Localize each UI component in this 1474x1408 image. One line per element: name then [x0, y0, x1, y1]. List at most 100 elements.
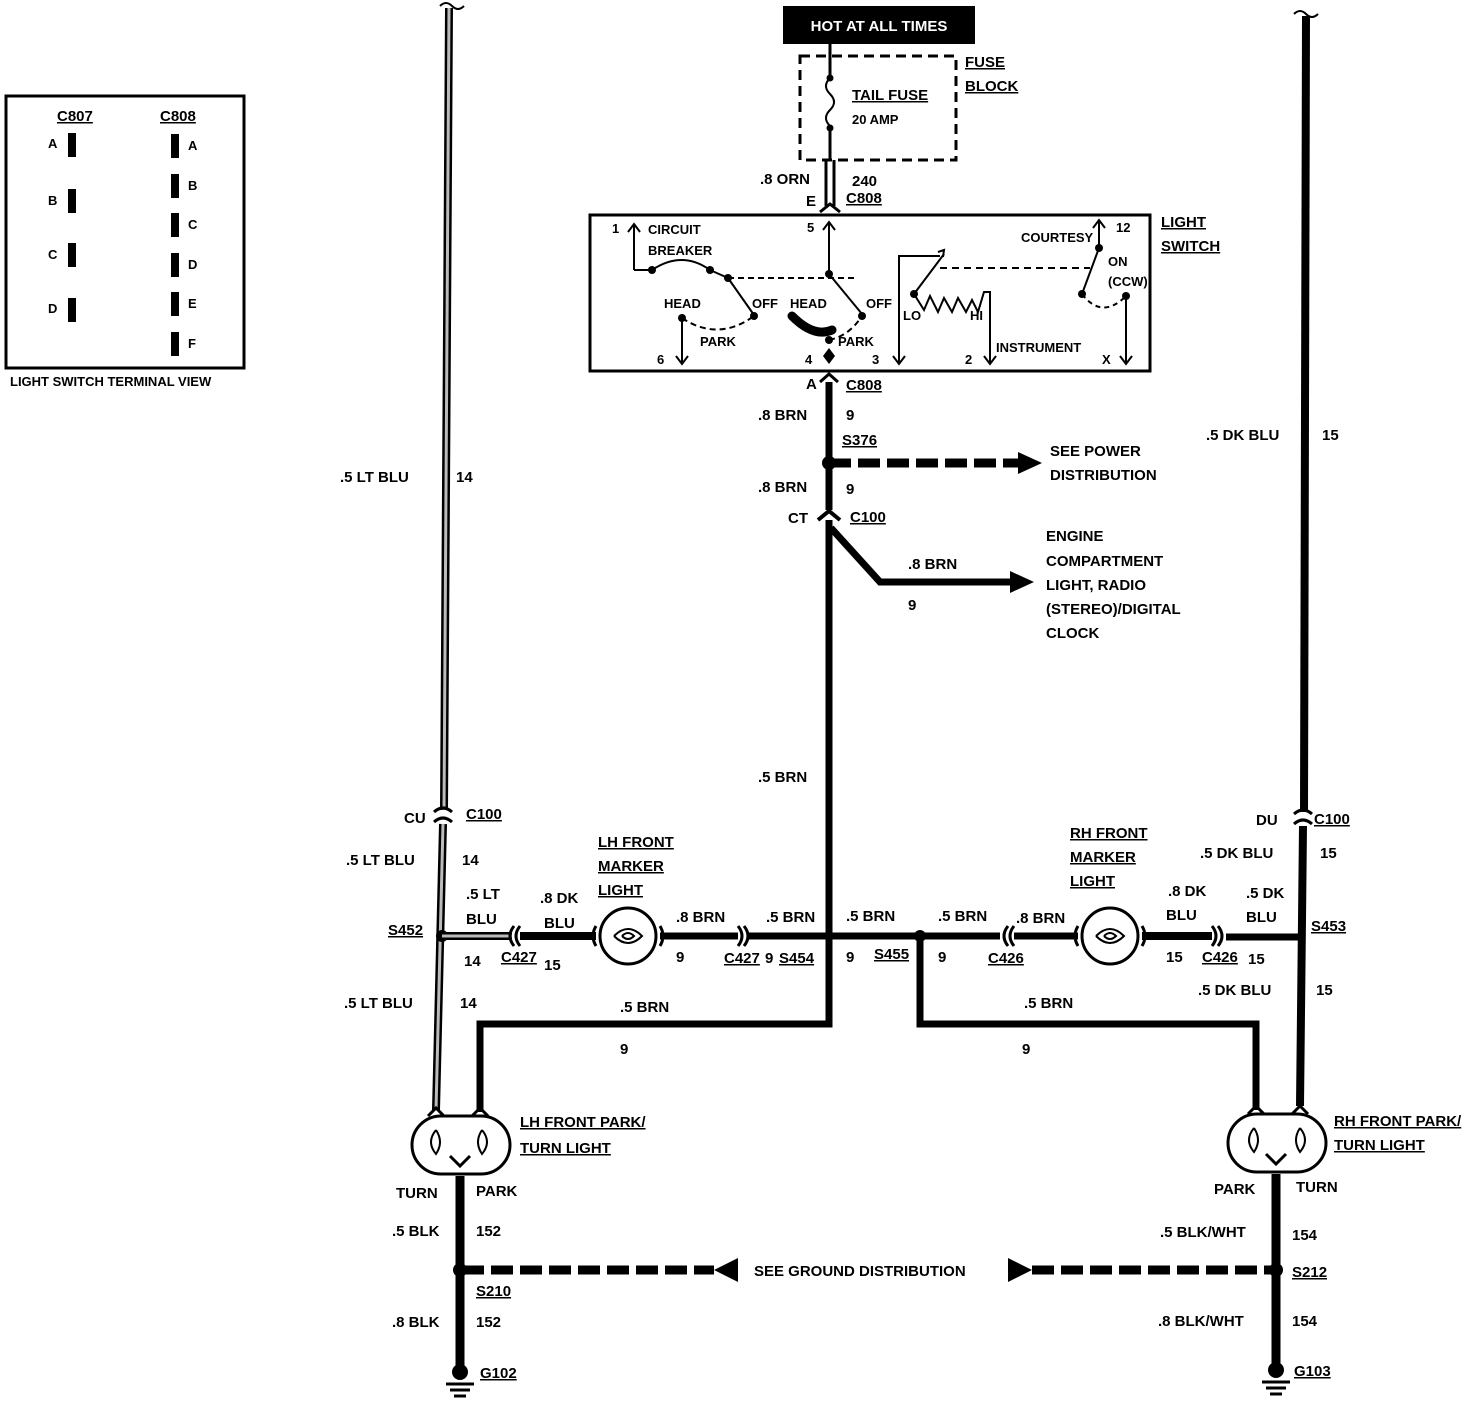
c808-pin-f — [171, 332, 179, 356]
lh-park-title-2: TURN LIGHT — [520, 1140, 611, 1157]
lo-label: LO — [903, 308, 921, 323]
rh-park-turn: RH FRONT PARK/ TURN LIGHT PARK TURN .5 B… — [1158, 1103, 1462, 1396]
c807-pin-b-label: B — [48, 193, 57, 208]
lh-out-wire-label: .8 BRN — [676, 909, 725, 926]
lh-dk-wire-label-2: BLU — [544, 915, 575, 932]
circuit-breaker-icon — [651, 259, 711, 271]
power-source: HOT AT ALL TIMES TAIL FUSE 20 AMP FUSE B… — [760, 6, 1018, 214]
ground-distribution-label: SEE GROUND DISTRIBUTION — [754, 1263, 966, 1280]
rh-marker-lamp-icon — [1080, 906, 1140, 966]
c807-pin-d — [68, 298, 76, 322]
terminal-1-label: 1 — [612, 221, 619, 236]
c808-pin-f-label: F — [188, 336, 196, 351]
see-power-label-1: SEE POWER — [1050, 443, 1141, 460]
engine-label-4: (STEREO)/DIGITAL — [1046, 601, 1181, 618]
terminal-4-diamond-icon — [823, 348, 835, 364]
right-circuit-bot-label: 15 — [1316, 982, 1333, 999]
c808-label: C808 — [160, 108, 196, 125]
c427-in-label: C427 — [501, 949, 537, 966]
c100-ct-connector-icon — [816, 508, 842, 522]
lh-park-turn: LH FRONT PARK/ TURN LIGHT TURN PARK .5 B… — [392, 1105, 646, 1398]
lh-marker-title-3: LIGHT — [598, 882, 643, 899]
left-circuit-top-label: 14 — [456, 469, 473, 486]
engine-label-3: LIGHT, RADIO — [1046, 577, 1146, 594]
head-contact-bar — [787, 311, 837, 337]
center-circuit2-label: 9 — [846, 481, 854, 498]
rh-park-title-2: TURN LIGHT — [1334, 1137, 1425, 1154]
left-wire-mid-label: .5 LT BLU — [346, 852, 415, 869]
marker-row: LH FRONT MARKER LIGHT .5 LT BLU 14 C427 … — [464, 825, 1285, 974]
g102-ground-icon — [446, 1382, 474, 1398]
park-mid-label: PARK — [838, 334, 874, 349]
rh-park-label: PARK — [1214, 1181, 1256, 1198]
off-mid-label: OFF — [866, 296, 892, 311]
c808-pin-c-label: C — [188, 217, 198, 232]
lh-park-title-1: LH FRONT PARK/ — [520, 1114, 646, 1131]
engine-label-2: COMPARTMENT — [1046, 553, 1163, 570]
tail-fuse-label: TAIL FUSE — [852, 87, 928, 104]
lh-in-wire-label-2: BLU — [466, 911, 497, 928]
terminal-3-label: 3 — [872, 352, 879, 367]
c808-pin-a-label: A — [188, 138, 198, 153]
c426-in-connector-icon — [1002, 925, 1016, 947]
off-left-label: OFF — [752, 296, 778, 311]
terminal-view-frame — [4, 94, 246, 370]
rh-ground-wire1-label: .5 BLK/WHT — [1160, 1224, 1246, 1241]
s455-wire-label: .5 BRN — [846, 908, 895, 925]
c426-out-connector-icon — [1210, 925, 1224, 947]
c807-pins: A B C D — [48, 133, 76, 322]
right-feed: .5 DK BLU 15 DU C100 .5 DK BLU 15 S453 .… — [1198, 10, 1350, 1107]
left-break-icon — [439, 2, 465, 10]
c808-pin-c — [171, 213, 179, 237]
c808-pin-d-label: D — [188, 257, 197, 272]
rh-ground-circuit1-label: 154 — [1292, 1227, 1318, 1244]
lh-dk-wire-label-1: .8 DK — [540, 890, 579, 907]
c808-pin-b-label: B — [188, 178, 197, 193]
rheostat-icon — [913, 291, 991, 364]
c808-pin-a — [171, 134, 179, 158]
c807-label: C807 — [57, 108, 93, 125]
c807-pin-b — [68, 189, 76, 213]
rh-w1-label: .5 BRN — [938, 908, 987, 925]
left-feed: .5 LT BLU 14 CU C100 .5 LT BLU 14 S452 .… — [340, 2, 512, 1111]
on-label: ON — [1108, 254, 1128, 269]
lh-ground-wire2-label: .8 BLK — [392, 1314, 440, 1331]
ground-distribution: SEE GROUND DISTRIBUTION — [462, 1258, 1274, 1282]
lh-ground-circuit1-label: 152 — [476, 1223, 501, 1240]
lh-in-wire-label-1: .5 LT — [466, 886, 500, 903]
lh-park-label: PARK — [476, 1183, 518, 1200]
rh-ground-wire2-label: .8 BLK/WHT — [1158, 1313, 1244, 1330]
right-circuit-mid-label: 15 — [1320, 845, 1337, 862]
rh-marker-title-2: MARKER — [1070, 849, 1136, 866]
rh-dk-wire-label-2: BLU — [1246, 909, 1277, 926]
rh-marker-title-1: RH FRONT — [1070, 825, 1148, 842]
c427-out-label: C427 — [724, 950, 760, 967]
rh-out-circuit-label: 15 — [1166, 949, 1183, 966]
rh-dk-circuit-label: 15 — [1248, 951, 1265, 968]
c427-in-connector-icon — [508, 925, 522, 947]
c808-e-connector-icon — [819, 202, 841, 214]
pin-a-label: A — [806, 376, 817, 393]
c426-out-label: C426 — [1202, 949, 1238, 966]
feed-wire-label: .8 ORN — [760, 171, 810, 188]
light-switch-title-1: LIGHT — [1161, 214, 1206, 231]
center-circuit1-label: 9 — [846, 407, 854, 424]
terminal-4-label: 4 — [805, 352, 813, 367]
s453-label: S453 — [1311, 918, 1346, 935]
left-wire-top-label: .5 LT BLU — [340, 469, 409, 486]
engine-label-5: CLOCK — [1046, 625, 1099, 642]
lh-ground-wire1-label: .5 BLK — [392, 1223, 440, 1240]
c808-a-connector-icon — [819, 371, 839, 384]
ground-dist-right-arrow-icon — [1008, 1258, 1032, 1282]
center-row-circuit-label: 9 — [846, 949, 854, 966]
rh-dk-wire-label-1: .5 DK — [1246, 885, 1285, 902]
terminal-view-title: LIGHT SWITCH TERMINAL VIEW — [10, 374, 212, 389]
branch-circuit-label: 9 — [908, 597, 916, 614]
lh-dk-circuit-label: 15 — [544, 957, 561, 974]
center-wire3-label: .5 BRN — [758, 769, 807, 786]
right-circuit-top-label: 15 — [1322, 427, 1339, 444]
rh-park-title-1: RH FRONT PARK/ — [1334, 1113, 1462, 1130]
rh-out-wire-label-2: BLU — [1166, 907, 1197, 924]
c807-pin-a — [68, 133, 76, 157]
s376-label: S376 — [842, 432, 877, 449]
